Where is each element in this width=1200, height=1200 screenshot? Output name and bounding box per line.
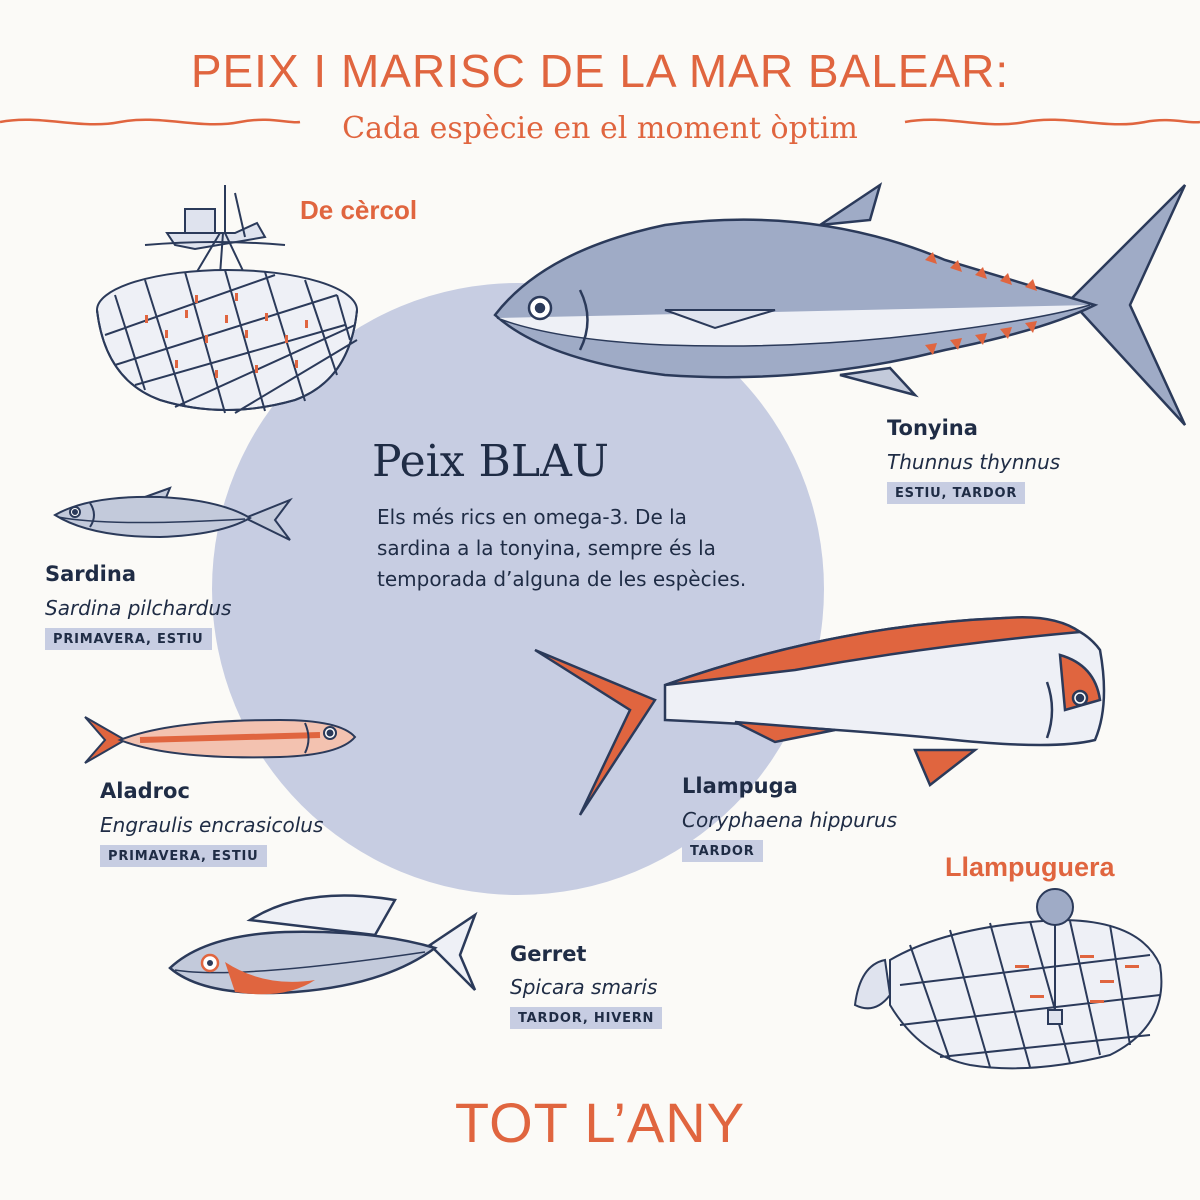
season-badge-tonyina: ESTIU, TARDOR [887,482,1026,504]
dolphinfish-icon [534,616,1106,816]
anchovy-icon [84,716,357,764]
species-scientific-sardina: Sardina pilchardus [45,596,232,620]
method-label-cercol: De cèrcol [300,195,418,225]
footer-label: TOT L’ANY [454,1091,746,1154]
wave-divider [0,118,1200,126]
season-badge-gerret: TARDOR, HIVERN [510,1007,663,1029]
species-scientific-aladroc: Engraulis encrasicolus [100,813,324,837]
species-scientific-tonyina: Thunnus thynnus [887,450,1061,474]
season-badge-aladroc: PRIMAVERA, ESTIU [100,845,267,867]
species-name-llampuga: Llampuga [682,774,798,798]
sardine-icon [53,486,293,541]
species-scientific-gerret: Spicara smaris [510,975,658,999]
species-name-tonyina: Tonyina [887,416,978,440]
species-name-gerret: Gerret [510,942,587,966]
page-subtitle: Cada espècie en el moment òptim [342,111,858,146]
tuna-icon [493,182,1187,426]
season-badge-sardina: PRIMAVERA, ESTIU [45,628,212,650]
llampuguera-net-icon [853,888,1163,1070]
season-badge-llampuga: TARDOR [682,840,763,862]
species-name-aladroc: Aladroc [100,779,190,803]
picarel-icon [168,894,478,995]
method-label-llampuguera: Llampuguera [945,852,1115,882]
category-description: Els més rics en omega-3. De la sardina a… [377,505,747,591]
species-scientific-llampuga: Coryphaena hippurus [682,808,898,832]
purse-seine-net-icon [96,185,358,414]
category-title: Peix BLAU [372,436,609,487]
page-title: PEIX I MARISC DE LA MAR BALEAR: [190,45,1010,97]
species-name-sardina: Sardina [45,562,137,586]
